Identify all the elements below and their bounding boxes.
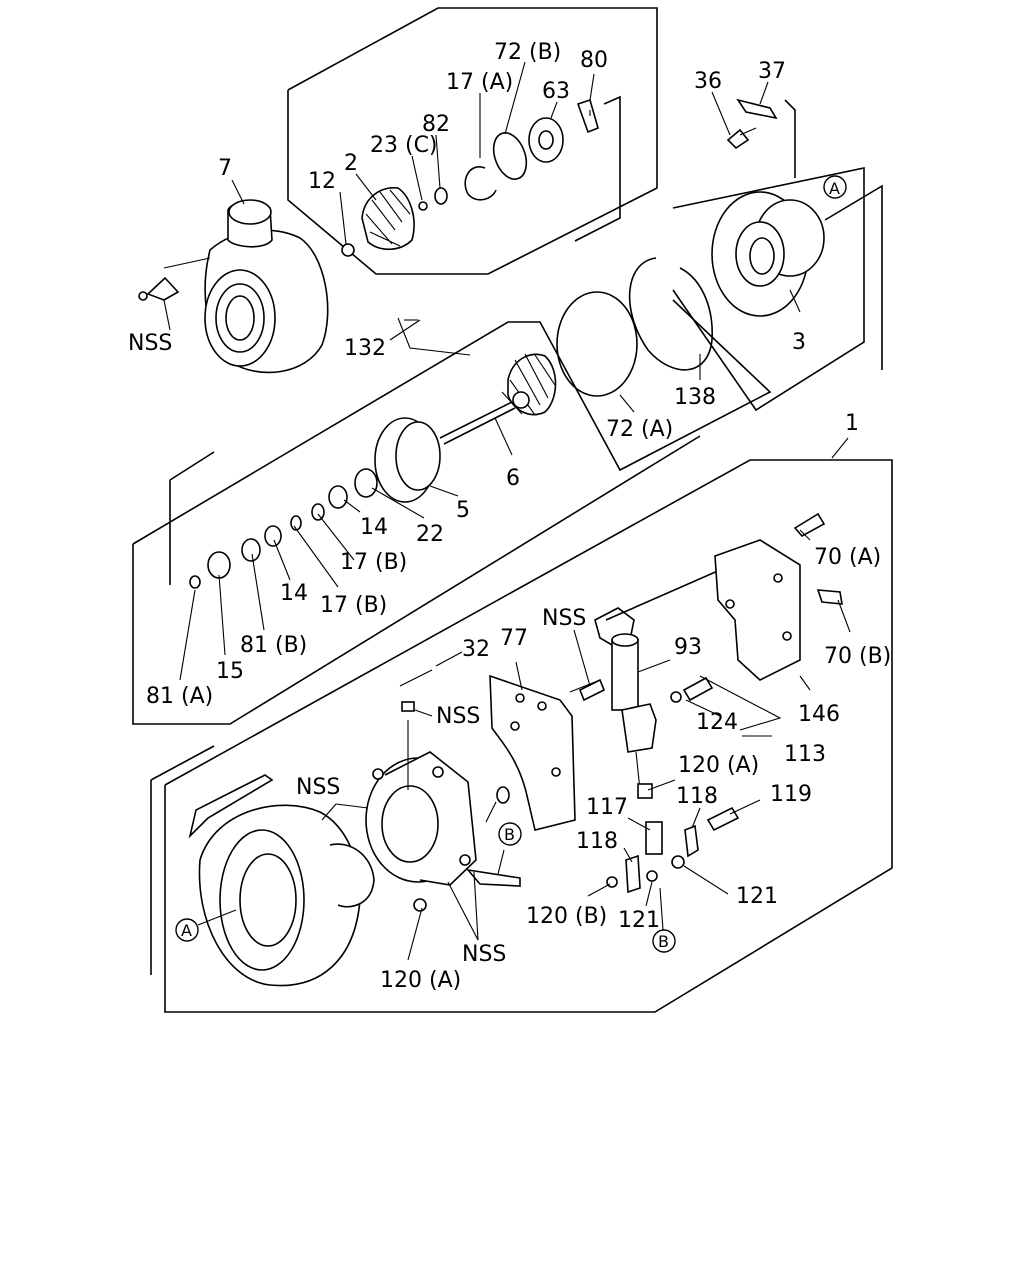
compressor-wheel-2 <box>341 187 448 257</box>
label-37: 37 <box>758 59 786 84</box>
label-2: 2 <box>344 151 358 176</box>
rings-138-72a <box>556 257 713 397</box>
compressor-housing-7 <box>138 199 329 374</box>
label-1: 1 <box>845 411 859 436</box>
label-12: 12 <box>308 169 336 194</box>
label-146: 146 <box>798 702 840 727</box>
label-23c: 23 (C) <box>370 133 438 158</box>
bearing-stack <box>189 485 348 589</box>
wastegate-actuator-93 <box>594 569 721 791</box>
label-63: 63 <box>542 79 570 104</box>
label-17b-b: 17 (B) <box>320 593 387 618</box>
label-120a-2: 120 (A) <box>380 968 461 993</box>
group-frames <box>132 7 893 1013</box>
label-14a: 14 <box>360 515 388 540</box>
label-120b: 120 (B) <box>526 904 607 929</box>
leader-lines <box>163 61 851 961</box>
label-132: 132 <box>344 336 386 361</box>
label-72b: 72 (B) <box>494 40 561 65</box>
compressor-seal-parts <box>464 98 778 201</box>
label-81b: 81 (B) <box>240 633 307 658</box>
turbine-wheel-shaft-6 <box>439 353 557 445</box>
label-117: 117 <box>586 795 628 820</box>
turbine-inlet-flange <box>365 669 521 912</box>
label-14b: 14 <box>280 581 308 606</box>
label-118a: 118 <box>676 784 718 809</box>
label-a-top: A <box>829 179 840 198</box>
label-120a-1: 120 (A) <box>678 753 759 778</box>
bracket-77 <box>489 674 601 831</box>
parts <box>138 98 843 987</box>
reference-circles <box>175 175 847 953</box>
ref-circle-a-top <box>823 175 847 199</box>
part-labels: 7 12 2 23 (C) 82 17 (A) 72 (B) 63 80 36 … <box>128 40 891 993</box>
bearing-housing-3 <box>711 191 825 317</box>
label-b-1: B <box>504 825 515 844</box>
label-72a: 72 (A) <box>606 417 673 442</box>
label-81a: 81 (A) <box>146 684 213 709</box>
label-82: 82 <box>422 112 450 137</box>
label-77: 77 <box>500 626 528 651</box>
label-138: 138 <box>674 385 716 410</box>
heat-shield-5 <box>354 417 441 503</box>
label-93: 93 <box>674 635 702 660</box>
label-nss-3: NSS <box>436 704 480 729</box>
label-70b: 70 (B) <box>824 644 891 669</box>
label-22: 22 <box>416 522 444 547</box>
label-15: 15 <box>216 659 244 684</box>
label-17b-a: 17 (B) <box>340 550 407 575</box>
label-32: 32 <box>462 637 490 662</box>
label-36: 36 <box>694 69 722 94</box>
label-7: 7 <box>218 156 232 181</box>
label-113: 113 <box>784 742 826 767</box>
label-b-2: B <box>658 932 669 951</box>
label-118b: 118 <box>576 829 618 854</box>
label-a-bottom: A <box>181 921 192 940</box>
label-17a: 17 (A) <box>446 70 513 95</box>
label-3: 3 <box>792 330 806 355</box>
label-121a: 121 <box>736 884 778 909</box>
label-nss-5: NSS <box>462 942 506 967</box>
ref-circle-b-1 <box>498 822 522 846</box>
ref-circle-b-2 <box>652 929 676 953</box>
label-80: 80 <box>580 48 608 73</box>
heat-cover-146 <box>714 512 843 681</box>
label-70a: 70 (A) <box>814 545 881 570</box>
label-5: 5 <box>456 498 470 523</box>
ref-circle-a-bottom <box>175 918 199 942</box>
label-nss-4: NSS <box>296 775 340 800</box>
label-121b: 121 <box>618 908 660 933</box>
label-6: 6 <box>506 466 520 491</box>
label-124: 124 <box>696 710 738 735</box>
label-nss-1: NSS <box>128 331 172 356</box>
label-119: 119 <box>770 782 812 807</box>
label-nss-2: NSS <box>542 606 586 631</box>
turbine-housing <box>188 774 375 987</box>
